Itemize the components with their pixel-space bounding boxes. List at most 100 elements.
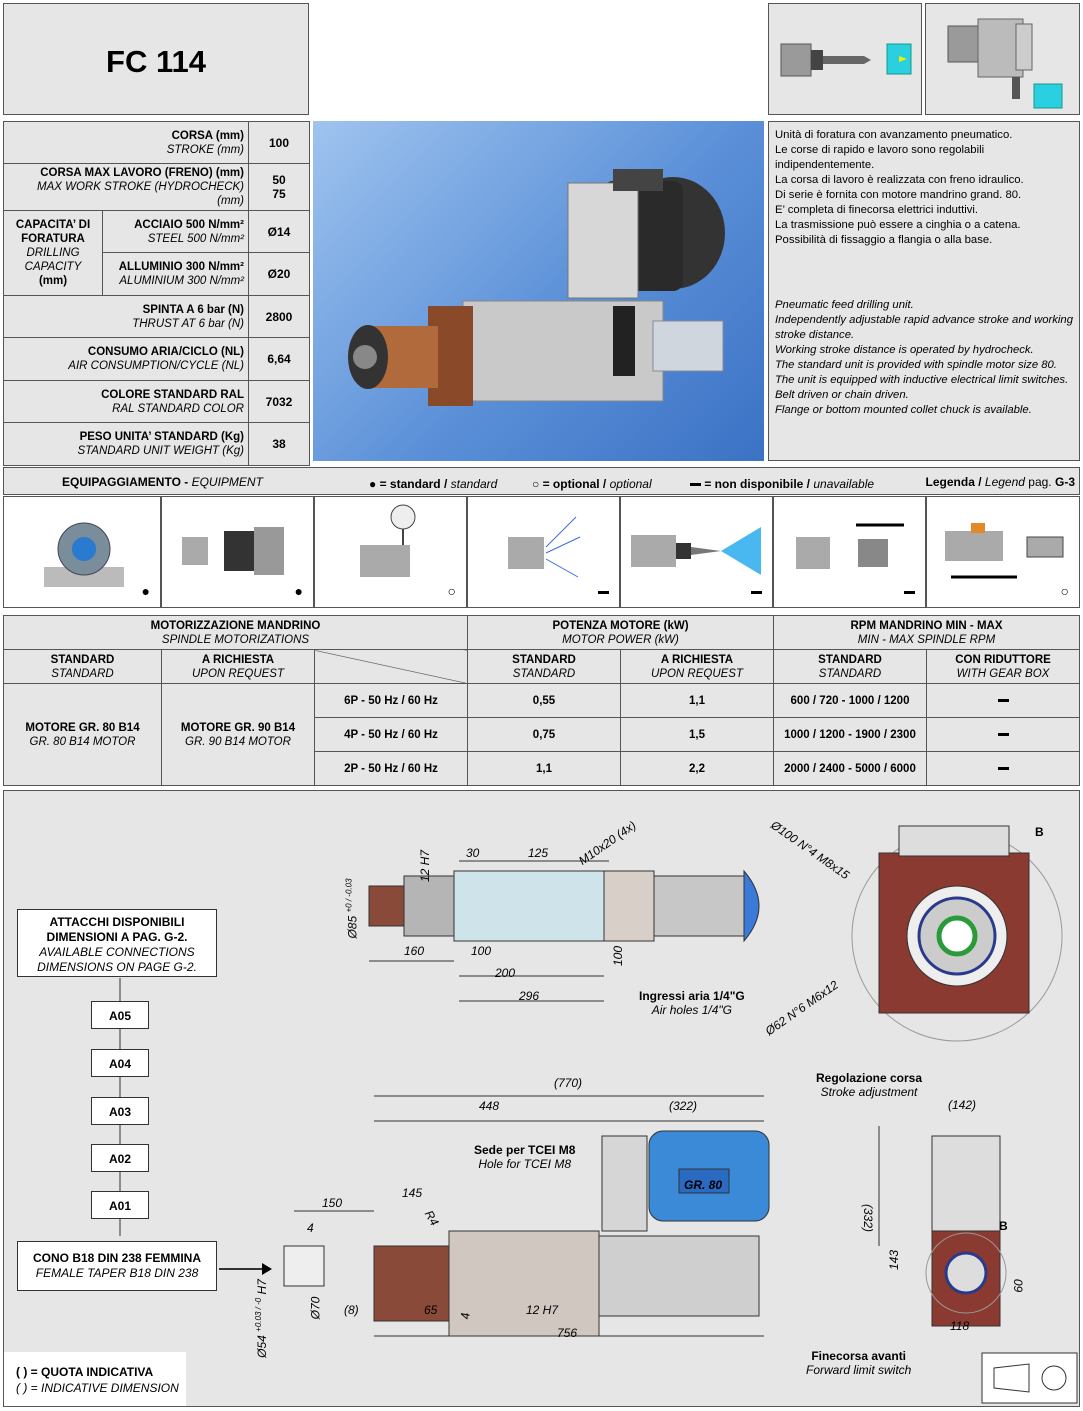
color-sub: RAL STANDARD COLOR bbox=[112, 402, 244, 415]
motor-size-label: GR. 80 bbox=[684, 1178, 723, 1192]
status-unavailable bbox=[904, 583, 915, 599]
status-standard: ● bbox=[294, 583, 303, 599]
dim-145: 145 bbox=[402, 1186, 423, 1200]
product-photo bbox=[313, 121, 764, 461]
dim-160: 160 bbox=[404, 944, 425, 958]
coolant-spray-icon bbox=[508, 516, 581, 578]
diagonal-cell bbox=[314, 649, 468, 684]
unavailable-dash-icon bbox=[997, 732, 1009, 736]
legend-unavailable: = non disponibile / unavailable bbox=[690, 477, 874, 491]
stroke-sub: STROKE (mm) bbox=[166, 143, 244, 156]
connection-a03: A03 bbox=[91, 1097, 149, 1125]
view-b-label-1: B bbox=[1035, 825, 1044, 839]
color-label: COLORE STANDARD RAL bbox=[101, 388, 244, 401]
spec-table: CORSA (mm)STROKE (mm) 100 CORSA MAX LAVO… bbox=[3, 121, 310, 466]
dim-332: (332) bbox=[861, 1203, 876, 1233]
steel-sub: STEEL 500 N/mm² bbox=[147, 232, 244, 245]
legend-standard: ● = standard / standard bbox=[369, 477, 498, 491]
view-b-label-2: B bbox=[999, 1219, 1008, 1233]
dial-gauge-icon bbox=[360, 504, 416, 577]
flange-mount-icon bbox=[44, 522, 124, 587]
dim-d70: Ø70 bbox=[308, 1296, 323, 1320]
connection-a01: A01 bbox=[91, 1191, 149, 1219]
dim-150: 150 bbox=[322, 1196, 343, 1210]
alu-value: Ø20 bbox=[248, 252, 310, 296]
angle-icon-box bbox=[925, 3, 1080, 115]
connection-a02: A02 bbox=[91, 1144, 149, 1172]
limit-switch-label: Finecorsa avanti Forward limit switch bbox=[806, 1349, 912, 1377]
dim-143: 143 bbox=[887, 1249, 902, 1271]
page-title: FC 114 bbox=[106, 44, 206, 79]
indicative-note: ( ) = QUOTA INDICATIVA ( ) = INDICATIVE … bbox=[4, 1352, 186, 1406]
angle-head-icon bbox=[947, 18, 1063, 109]
dim-100: 100 bbox=[471, 944, 492, 958]
dim-200: 200 bbox=[495, 966, 516, 980]
steel-value: Ø14 bbox=[248, 210, 310, 253]
dim-d54: Ø54 +0.03 / -0 H7 bbox=[253, 1279, 269, 1358]
equipment-title: EQUIPAGGIAMENTO - bbox=[62, 475, 189, 489]
stroke-value: 100 bbox=[248, 121, 310, 164]
dim-30: 30 bbox=[466, 846, 480, 860]
alu-label: ALLUMINIO 300 N/mm² bbox=[118, 261, 244, 273]
air-label: CONSUMO ARIA/CICLO (NL) bbox=[87, 346, 244, 358]
unavailable-dash-icon bbox=[904, 590, 915, 594]
dim-12h7: 12 H7 bbox=[418, 849, 433, 883]
max-stroke-label: CORSA MAX LAVORO (FRENO) (mm) bbox=[40, 167, 244, 179]
title-box: FC 114 bbox=[3, 3, 309, 115]
status-unavailable bbox=[598, 583, 609, 599]
connection-a05: A05 bbox=[91, 1001, 149, 1029]
equipment-cell-4 bbox=[467, 496, 620, 608]
description-en: Pneumatic feed drilling unit. Independen… bbox=[775, 299, 1073, 416]
poles-row-3: 2P - 50 Hz / 60 Hz bbox=[314, 751, 468, 786]
thrust-sub: THRUST AT 6 bar (N) bbox=[132, 317, 244, 330]
technical-drawing: ATTACCHI DISPONIBILI DIMENSIONI A PAG. G… bbox=[3, 790, 1080, 1407]
poles-row-1: 6P - 50 Hz / 60 Hz bbox=[314, 683, 468, 718]
color-value: 7032 bbox=[248, 380, 310, 423]
air-value: 6,64 bbox=[248, 337, 310, 381]
unavailable-dash-icon bbox=[997, 698, 1009, 702]
drilling-unit-illustration bbox=[348, 169, 725, 406]
stroke-adjustment-label: Regolazione corsa Stroke adjustment bbox=[816, 1071, 923, 1099]
electronic-controller-icon bbox=[945, 523, 1064, 579]
equipment-cell-3: ○ bbox=[314, 496, 467, 608]
capacity-label: CAPACITA’ DI FORATURA DRILLING CAPACITY … bbox=[3, 210, 103, 296]
weight-value: 38 bbox=[248, 422, 310, 466]
alu-sub: ALUMINIUM 300 N/mm² bbox=[119, 275, 244, 287]
max-stroke-value-2: 75 bbox=[272, 187, 286, 201]
unavailable-dash-icon bbox=[751, 590, 762, 594]
status-standard: ● bbox=[141, 583, 150, 599]
dim-4: 4 bbox=[307, 1221, 314, 1235]
drill-operation-icon bbox=[780, 43, 912, 77]
tool-change-icon bbox=[796, 523, 904, 569]
dim-d85: Ø85 +0 / -0.03 bbox=[344, 878, 360, 939]
equipment-title-en: EQUIPMENT bbox=[191, 475, 263, 489]
dim-448: 448 bbox=[479, 1099, 500, 1113]
dim-65: 65 bbox=[424, 1303, 438, 1317]
status-optional: ○ bbox=[447, 583, 456, 599]
dim-770: (770) bbox=[554, 1076, 583, 1090]
internal-coolant-icon bbox=[631, 527, 761, 575]
dim-125: 125 bbox=[528, 846, 549, 860]
status-optional: ○ bbox=[1060, 583, 1069, 599]
legend-optional: ○ = optional / optional bbox=[532, 477, 652, 491]
description-box: Unità di foratura con avanzamento pneuma… bbox=[768, 121, 1080, 461]
max-stroke-value-1: 50 bbox=[272, 173, 286, 187]
status-unavailable bbox=[751, 583, 762, 599]
thrust-label: SPINTA A 6 bar (N) bbox=[142, 303, 244, 316]
dim-100-vertical: 100 bbox=[611, 945, 626, 967]
stroke-label: CORSA (mm) bbox=[171, 129, 244, 142]
equipment-header: EQUIPAGGIAMENTO - EQUIPMENT ● = standard… bbox=[3, 467, 1080, 495]
dim-60: 60 bbox=[1011, 1279, 1026, 1293]
description-it: Unità di foratura con avanzamento pneuma… bbox=[775, 129, 1024, 246]
equipment-cell-5 bbox=[620, 496, 773, 608]
unavailable-dash-icon bbox=[690, 483, 701, 487]
dim-296: 296 bbox=[519, 989, 540, 1003]
equipment-cell-7: ○ bbox=[926, 496, 1080, 608]
dim-142: (142) bbox=[948, 1098, 977, 1112]
dim-4b: 4 bbox=[458, 1312, 473, 1320]
max-stroke-sub: MAX WORK STROKE (HYDROCHECK) (mm) bbox=[36, 181, 244, 207]
connection-a04: A04 bbox=[91, 1049, 149, 1077]
weight-label: PESO UNITA’ STANDARD (Kg) bbox=[79, 431, 244, 443]
